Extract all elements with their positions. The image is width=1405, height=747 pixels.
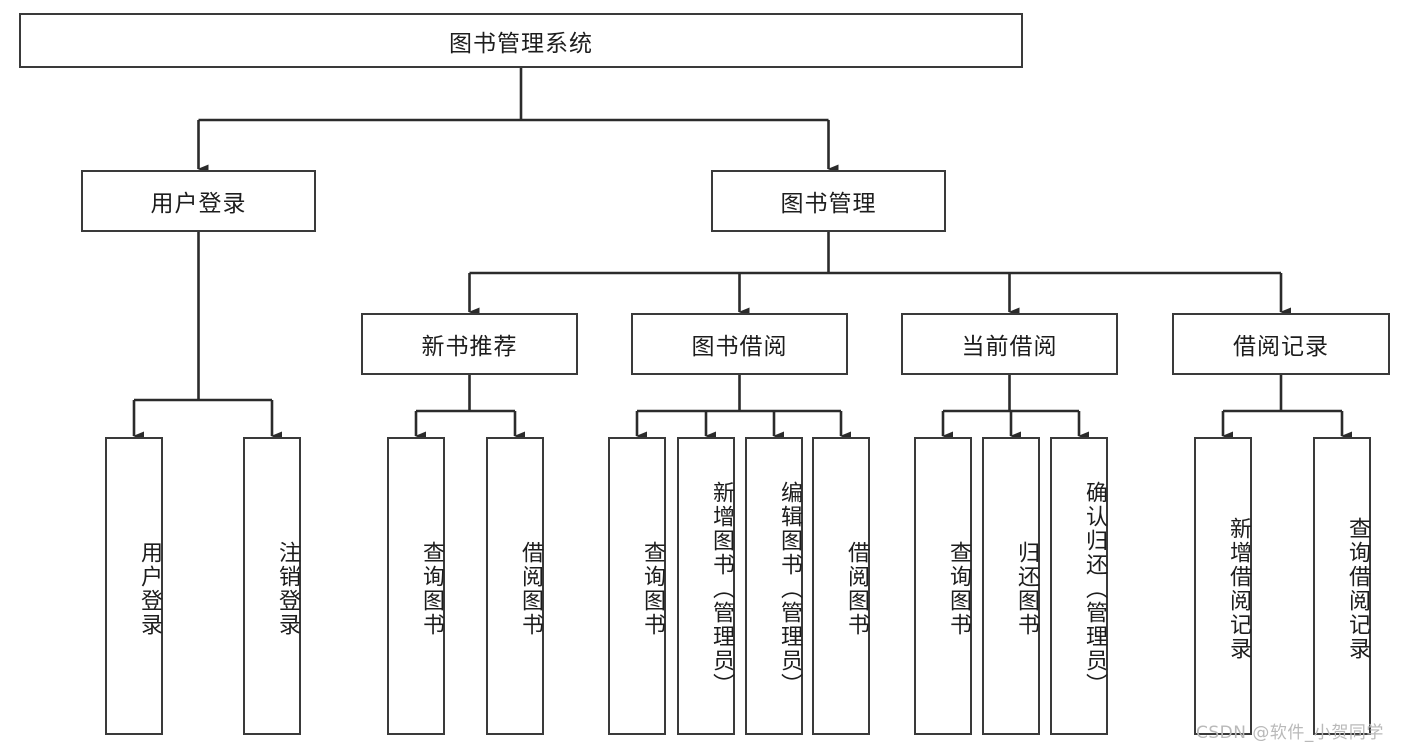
node-book-management-label: 图书管理: [780, 191, 877, 217]
node-root[interactable]: 图书管理系统: [19, 13, 1023, 68]
node-leaf-borrow-book-recommend-label: 借阅图书: [518, 541, 543, 637]
node-leaf-confirm-return[interactable]: 确认归还（管理员）: [1050, 437, 1108, 735]
node-leaf-user-logout-label: 注销登录: [275, 541, 300, 637]
node-leaf-user-login[interactable]: 用户登录: [105, 437, 163, 735]
node-leaf-query-book-current-label: 查询图书: [946, 541, 971, 637]
node-borrow-record-label: 借阅记录: [1233, 334, 1329, 360]
node-leaf-return-book-label: 归还图书: [1014, 541, 1039, 637]
node-leaf-add-borrow-record[interactable]: 新增借阅记录: [1194, 437, 1252, 735]
node-new-book-recommend-label: 新书推荐: [421, 334, 518, 360]
csdn-watermark: CSDN @软件_小贺同学: [1196, 723, 1384, 743]
node-leaf-add-book[interactable]: 新增图书（管理员）: [677, 437, 735, 735]
node-user-login[interactable]: 用户登录: [81, 170, 316, 232]
node-leaf-borrow-book[interactable]: 借阅图书: [812, 437, 870, 735]
node-leaf-return-book[interactable]: 归还图书: [982, 437, 1040, 735]
node-leaf-borrow-book-label: 借阅图书: [844, 541, 869, 637]
node-leaf-edit-book-label: 编辑图书（管理员）: [777, 481, 802, 697]
node-leaf-query-book-current[interactable]: 查询图书: [914, 437, 972, 735]
node-root-label: 图书管理系统: [449, 30, 593, 57]
node-borrow-record[interactable]: 借阅记录: [1172, 313, 1390, 375]
node-leaf-confirm-return-label: 确认归还（管理员）: [1082, 481, 1107, 697]
node-leaf-add-borrow-record-label: 新增借阅记录: [1226, 517, 1251, 661]
node-user-login-label: 用户登录: [150, 191, 247, 217]
node-leaf-user-logout[interactable]: 注销登录: [243, 437, 301, 735]
node-current-borrow[interactable]: 当前借阅: [901, 313, 1118, 375]
node-book-borrow-label: 图书借阅: [691, 334, 788, 360]
node-current-borrow-label: 当前借阅: [961, 334, 1058, 360]
node-leaf-add-book-label: 新增图书（管理员）: [709, 481, 734, 697]
node-leaf-query-borrow-record[interactable]: 查询借阅记录: [1313, 437, 1371, 735]
node-leaf-query-book-borrow-label: 查询图书: [640, 541, 665, 637]
node-new-book-recommend[interactable]: 新书推荐: [361, 313, 578, 375]
node-leaf-query-book-recommend-label: 查询图书: [419, 541, 444, 637]
node-leaf-query-book-recommend[interactable]: 查询图书: [387, 437, 445, 735]
node-leaf-edit-book[interactable]: 编辑图书（管理员）: [745, 437, 803, 735]
node-book-borrow[interactable]: 图书借阅: [631, 313, 848, 375]
node-leaf-query-book-borrow[interactable]: 查询图书: [608, 437, 666, 735]
node-leaf-borrow-book-recommend[interactable]: 借阅图书: [486, 437, 544, 735]
node-leaf-query-borrow-record-label: 查询借阅记录: [1345, 517, 1370, 661]
node-book-management[interactable]: 图书管理: [711, 170, 946, 232]
node-leaf-user-login-label: 用户登录: [137, 541, 162, 637]
